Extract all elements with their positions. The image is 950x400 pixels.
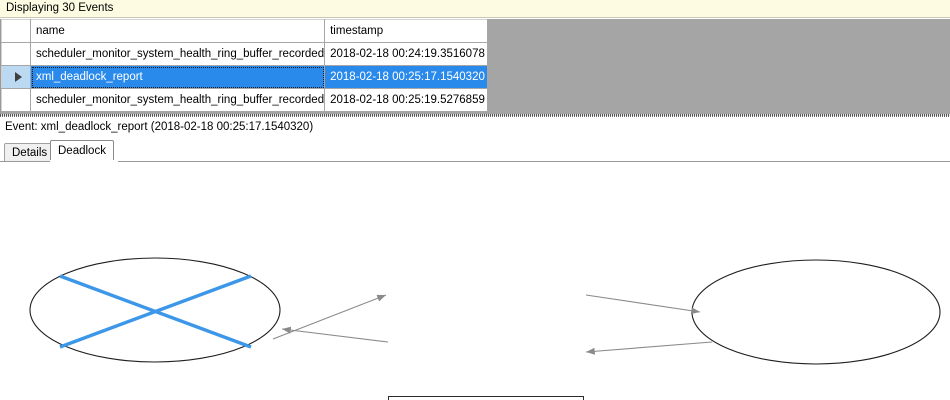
process-node-right — [691, 259, 941, 365]
deadlock-tab-panel: Server process Id: 86 Server batch Id: 0… — [0, 161, 950, 400]
tabstrip: Details Deadlock — [0, 140, 950, 163]
event-caption: Event: xml_deadlock_report (2018-02-18 0… — [5, 121, 314, 133]
table-row[interactable]: scheduler_monitor_system_health_ring_buf… — [1, 42, 489, 66]
current-row-arrow-icon — [15, 72, 22, 82]
cell-timestamp[interactable]: 2018-02-18 00:24:19.3516078 — [324, 42, 489, 66]
cell-name[interactable]: scheduler_monitor_system_health_ring_buf… — [29, 42, 326, 66]
header-cell-name[interactable]: name — [29, 19, 326, 43]
table-row[interactable]: scheduler_monitor_system_health_ring_buf… — [1, 88, 489, 112]
deadlock-graph-canvas — [29, 257, 941, 365]
edge-request-x — [585, 341, 713, 355]
edge-owner-x — [585, 294, 701, 315]
deadlock-graph — [0, 162, 950, 400]
cell-name[interactable]: xml_deadlock_report — [29, 65, 326, 89]
row-handle[interactable] — [1, 88, 31, 112]
victim-x-stroke-2 — [59, 274, 252, 349]
events-count-banner: Displaying 30 Events — [0, 0, 950, 18]
cell-timestamp[interactable]: 2018-02-18 00:25:17.1540320 — [324, 65, 489, 89]
events-table-header: name timestamp — [1, 19, 489, 43]
tab-deadlock[interactable]: Deadlock — [50, 140, 114, 163]
header-row-handle — [1, 19, 31, 43]
header-row: name timestamp — [1, 19, 489, 43]
tab-details[interactable]: Details — [4, 143, 56, 162]
events-table: name timestamp scheduler_monitor_system_… — [1, 19, 489, 112]
events-grid[interactable]: name timestamp scheduler_monitor_system_… — [0, 19, 950, 116]
resource-node-key-lock-top: Key Lock HoBt ID: 72057594214154240 asso… — [388, 396, 584, 400]
cell-name[interactable]: scheduler_monitor_system_health_ring_buf… — [29, 88, 326, 112]
events-table-body: scheduler_monitor_system_health_ring_buf… — [1, 42, 489, 112]
tab-panel-seam — [50, 160, 118, 163]
edge-request-s — [272, 294, 387, 340]
row-handle-current[interactable] — [1, 65, 31, 89]
cell-timestamp[interactable]: 2018-02-18 00:25:19.5276859 — [324, 88, 489, 112]
header-cell-timestamp[interactable]: timestamp — [324, 19, 489, 43]
row-handle[interactable] — [1, 42, 31, 66]
edge-owner-s — [281, 326, 389, 343]
grid-splitter[interactable] — [0, 114, 950, 117]
table-row-selected[interactable]: xml_deadlock_report 2018-02-18 00:25:17.… — [1, 65, 489, 89]
process-node-left — [29, 257, 281, 363]
